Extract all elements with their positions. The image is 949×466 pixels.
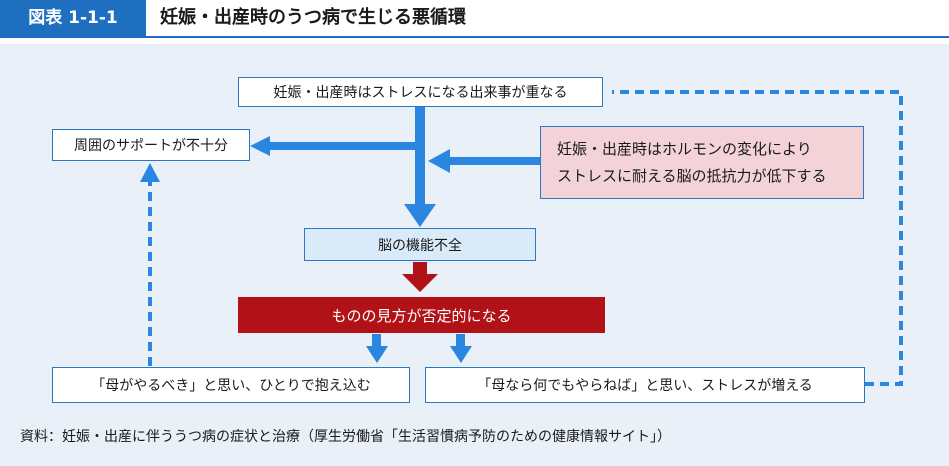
title-bar: 図表 1-1-1 妊娠・出産時のうつ病で生じる悪循環 — [0, 0, 949, 38]
brain-dysfunction-box: 脳の機能不全 — [304, 228, 536, 261]
support-box: 周囲のサポートが不十分 — [52, 129, 250, 161]
arrowhead-left-trunk — [428, 149, 450, 173]
dashed-arrowhead-up — [140, 163, 160, 182]
belief-perfect-box: 「母なら何でもやらねば」と思い、ストレスが増える — [425, 367, 865, 403]
arrowhead-left-support — [250, 136, 270, 156]
belief-mother-box: 「母がやるべき」と思い、ひとりで抱え込む — [52, 367, 410, 403]
hormone-text-line1: 妊娠・出産時はホルモンの変化により — [557, 139, 812, 158]
blue-arrowhead-right — [450, 346, 472, 363]
dashed-loop-right — [612, 90, 903, 386]
blue-arrowhead-left — [366, 346, 388, 363]
negative-view-box: ものの見方が否定的になる — [238, 297, 605, 333]
figure-title: 妊娠・出産時のうつ病で生じる悪循環 — [160, 7, 466, 28]
hormone-text-line2: ストレスに耐える脳の抵抗力が低下する — [557, 166, 827, 185]
blue-arrow-right-shaft — [456, 334, 465, 348]
main-arrowhead-down — [404, 204, 436, 227]
red-arrowhead — [402, 274, 438, 292]
hormone-box: 妊娠・出産時はホルモンの変化により ストレスに耐える脳の抵抗力が低下する — [540, 126, 864, 199]
blue-arrow-left-shaft — [372, 334, 381, 348]
red-arrow-shaft — [413, 262, 427, 276]
stress-events-box: 妊娠・出産時はストレスになる出来事が重なる — [238, 77, 603, 107]
source-note: 資料：妊娠・出産に伴ううつ病の症状と治療（厚生労働省「生活習慣病予防のための健康… — [20, 429, 671, 445]
figure-label: 図表 1-1-1 — [0, 0, 146, 36]
